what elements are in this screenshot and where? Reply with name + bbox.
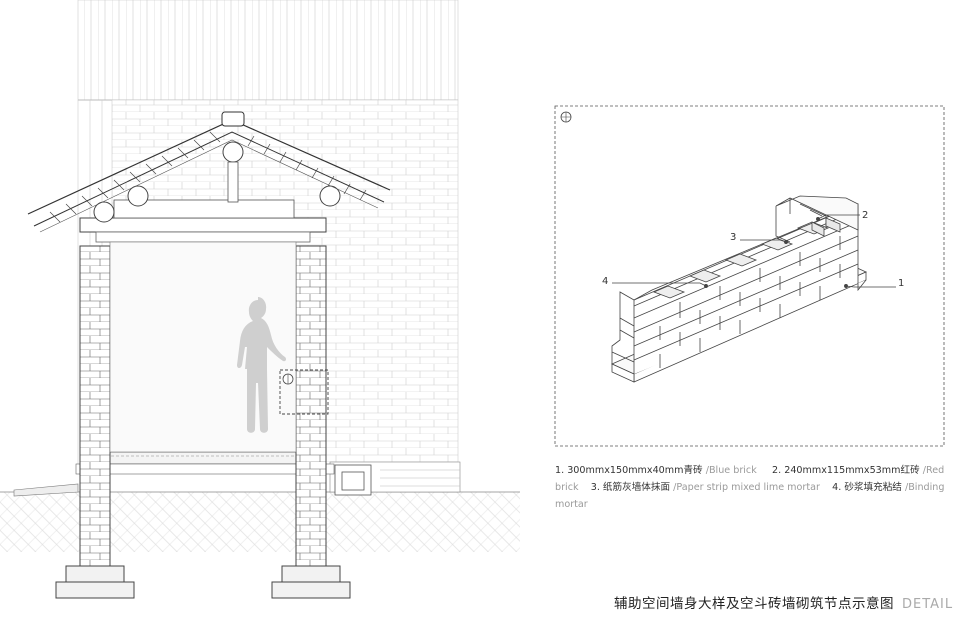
callout-2: 2 (862, 210, 868, 221)
title-chinese: 辅助空间墙身大样及空斗砖墙砌筑节点示意图 (614, 596, 894, 612)
floor-slab (75, 451, 335, 475)
legend-item-1-en: /Blue brick (705, 465, 757, 476)
legend-item-4-cn: 4. 砂浆填充粘结 (832, 482, 902, 493)
right-pier (271, 245, 351, 599)
brick-isometric (611, 195, 867, 383)
callout-1: 1 (898, 278, 904, 289)
legend-item-4-en: /Binding mortar (555, 482, 945, 510)
legend-item-1-cn: 1. 300mmx150mmx40mm青砖 (555, 465, 703, 476)
left-pier (55, 245, 135, 599)
legend-item-2-cn: 2. 240mmx115mmx53mm红砖 (772, 465, 920, 476)
legend: 1. 300mmx150mmx40mm青砖 /Blue brick 2. 240… (555, 462, 945, 513)
callout-labels: 4 3 2 1 (602, 210, 904, 289)
legend-item-3-en: /Paper strip mixed lime mortar (673, 482, 820, 493)
ground (0, 461, 520, 552)
roof (27, 111, 391, 233)
legend-item-2-en: /Red brick (555, 465, 945, 493)
detail-marker (279, 369, 329, 415)
detail-frame (554, 105, 945, 447)
drawing-title: 辅助空间墙身大样及空斗砖墙砌筑节点示意图 DETAIL (614, 592, 953, 612)
callout-leaders (612, 214, 896, 288)
callout-3: 3 (730, 232, 736, 243)
human-silhouette (237, 297, 287, 433)
callout-4: 4 (602, 276, 608, 287)
legend-item-3-cn: 3. 纸筋灰墙体抹面 (590, 482, 671, 493)
title-english: DETAIL (902, 597, 954, 612)
